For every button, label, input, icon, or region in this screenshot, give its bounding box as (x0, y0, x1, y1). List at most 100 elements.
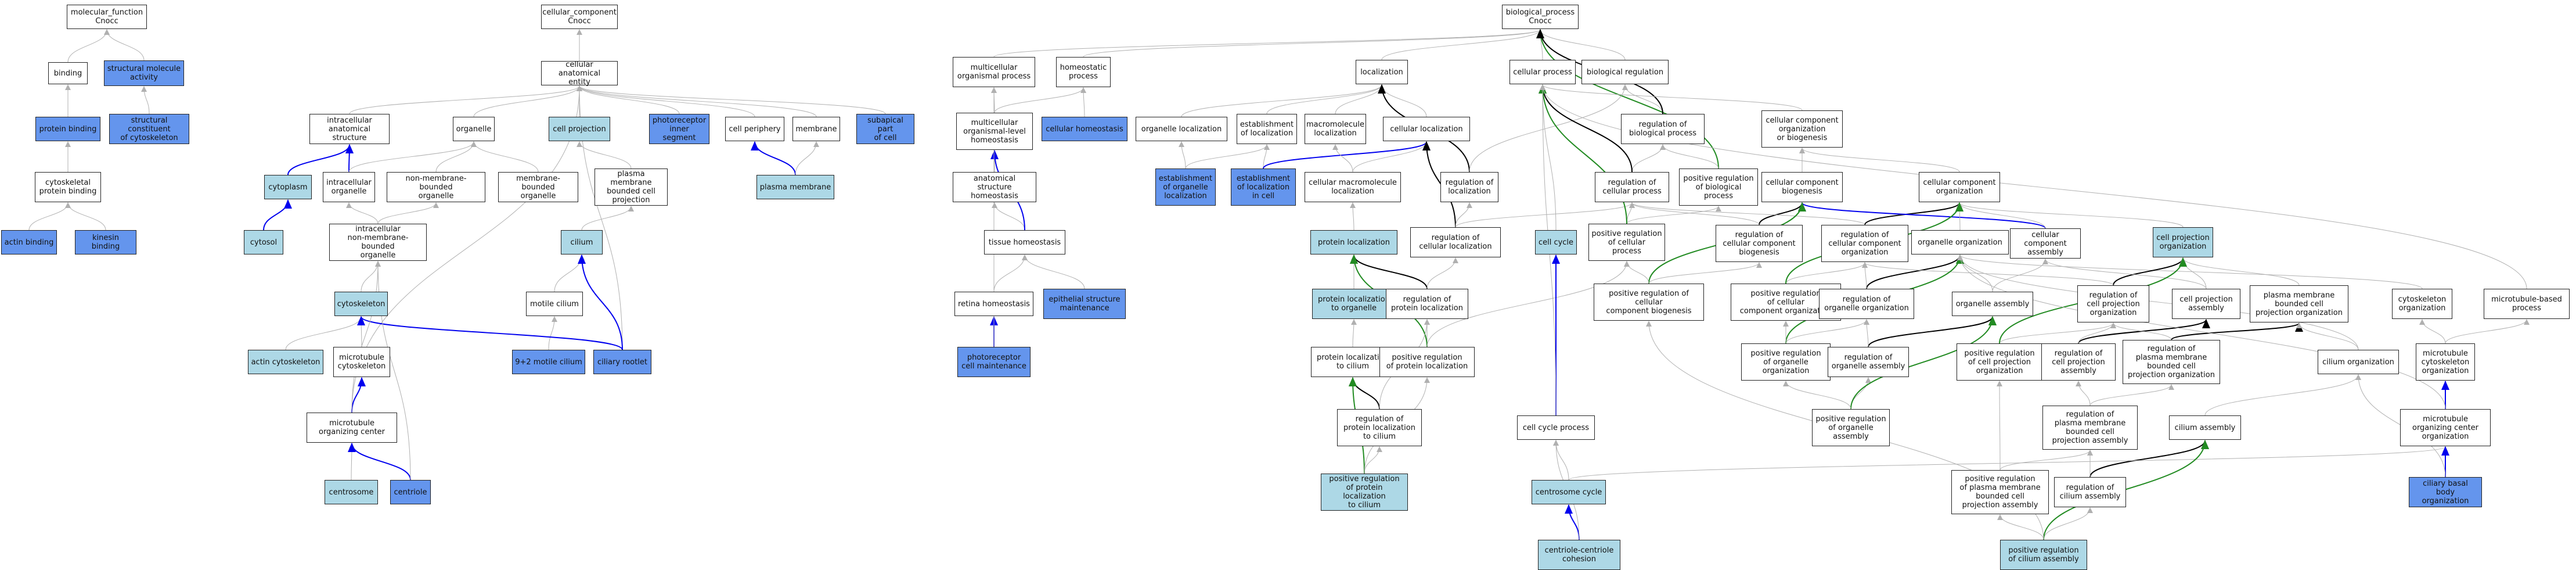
term-cell-projection: cell projection (549, 117, 610, 141)
edge-cytosol-to-cytoplasm (263, 199, 292, 231)
term-pos-reg-cp: positive regulation of cellular process (1588, 224, 1665, 261)
edge-reg-cp-to-cellular-process (1539, 84, 1633, 173)
term-protein-binding: protein binding (35, 117, 100, 141)
edge-org-loc-to-localization (1181, 84, 1385, 117)
edge-reg-pl-to-protein-loc (1350, 254, 1428, 289)
edge-est-loc-to-localization (1266, 84, 1385, 114)
edge-pos-reg-org-assembly-to-pos-reg-org-org (1783, 381, 1851, 410)
term-subapical: subapical part of cell (856, 114, 914, 144)
edge-mt-cyto-org-to-mt-proc (2445, 319, 2530, 344)
term-centriole: centriole (390, 480, 431, 504)
edge-est-loc-cell-to-est-loc (1263, 144, 1270, 169)
term-cytoskeleton: cytoskeleton (334, 292, 388, 316)
edge-est-loc-cell-to-cell-loc (1263, 141, 1431, 169)
edge-cell-loc-to-localization (1379, 84, 1427, 117)
edge-mtoc-to-intra-nonmem (351, 261, 381, 413)
edge-mtoc-org-to-org-org (1957, 254, 2446, 410)
edge-reg-cell-loc-to-reg-loc (1455, 202, 1472, 228)
edge-pos-reg-pl-cilium-to-reg-pl-cilium (1364, 446, 1382, 474)
edge-cilium-org-to-pmb-org (2296, 322, 2359, 350)
term-org-loc: organelle localization (1136, 117, 1227, 141)
term-intracell-org: intracellular organelle (323, 172, 375, 202)
edge-pos-reg-cp-to-pos-reg-bp (1626, 206, 1721, 224)
term-cilium-org: cilium organization (2318, 350, 2399, 374)
term-nine-two: 9+2 motile cilium (512, 350, 585, 374)
edge-localization-to-bp-root (1381, 29, 1543, 60)
edge-cytoskeleton-to-intra-nonmem (361, 261, 381, 292)
edge-struct-mol-to-mf-root (104, 29, 145, 61)
edge-cilium-to-pm-proj (581, 206, 634, 231)
edge-cc-org-to-cco-biog (1799, 148, 1960, 173)
term-reg-pmb-assembly: regulation of plasma membrane bounded ce… (2042, 406, 2138, 450)
term-cc-org: cellular component organization (1919, 172, 2000, 202)
term-est-loc-cell: establishment of localization in cell (1231, 169, 1296, 206)
edge-mt-proc-to-cellular-process (1540, 84, 2527, 289)
term-cell-macro-loc: cellular macromolecule localization (1305, 172, 1401, 202)
edge-macro-loc-to-localization (1335, 84, 1385, 114)
term-org-org: organelle organization (1911, 230, 2009, 254)
edge-mt-cyto-org-to-cytoskel-org (2419, 319, 2446, 344)
term-nonmem-org: non-membrane-bounded organelle (387, 172, 485, 202)
term-intracell-anat: intracellular anatomical structure (309, 114, 390, 144)
edge-cp-assembly-to-cp-org (2180, 257, 2207, 289)
edge-motile-cilium-to-cilium (554, 254, 585, 292)
term-cytoskel-org: cytoskeleton organization (2392, 289, 2452, 319)
term-membrane: membrane (792, 117, 840, 141)
term-ciliary-basal: ciliary basal body organization (2409, 477, 2482, 507)
edge-est-org-loc-to-org-loc (1179, 141, 1186, 169)
term-est-loc: establishment of localization (1237, 114, 1297, 144)
edge-cell-cycle-to-cellular-process (1540, 84, 1557, 231)
term-cell-loc: cellular localization (1383, 117, 1470, 141)
edge-reg-pmb-assembly-to-reg-cp-assembly (2076, 381, 2091, 406)
term-cell-periphery: cell periphery (725, 117, 784, 141)
term-reg-pmb-org: regulation of plasma membrane bounded ce… (2123, 340, 2220, 384)
term-pos-reg-org-org: positive regulation of organelle organiz… (1741, 343, 1831, 381)
edge-reg-cc-biog-to-reg-cp (1629, 202, 1760, 225)
edge-membrane-to-cell-anat (577, 85, 817, 117)
edge-cilium-assembly-to-cilium-org (2204, 374, 2361, 416)
term-pm-proj: plasma membrane bounded cell projection (595, 169, 668, 206)
term-reg-cc-org: regulation of cellular component organiz… (1821, 225, 1908, 262)
edge-cilium-org-to-org-org (1957, 254, 2359, 350)
term-cco-biog: cellular component organization or bioge… (1761, 110, 1843, 148)
term-homeo-proc: homeostatic process (1056, 57, 1111, 87)
term-cilium: cilium (561, 230, 603, 254)
edge-pos-reg-cc-org-to-reg-cc-org (1785, 262, 1868, 284)
term-mf-root: molecular_function Cnocc (67, 5, 147, 29)
edge-centriole-to-mtoc (348, 443, 411, 481)
edge-pl-cilium-to-pl-organelle (1350, 319, 1357, 347)
edge-reg-org-org-to-reg-cc-org (1862, 262, 1868, 289)
edge-reg-cell-loc-to-reg-cp (1455, 202, 1635, 228)
edge-plasma-membrane-to-membrane (795, 141, 819, 175)
edge-reg-cp-org-to-cp-org (2113, 257, 2187, 286)
edge-reg-pmb-assembly-to-reg-pmb-org (2089, 384, 2174, 406)
edge-reg-cp-org-to-reg-cc-org (1862, 262, 2114, 286)
edge-kinesin-binding-to-cytoskeletal-pb (65, 202, 106, 231)
edge-pos-reg-pl-to-pos-reg-cp (1426, 261, 1630, 347)
term-cell-anat: cellular anatomical entity (541, 60, 618, 87)
term-cc-biog: cellular component biogenesis (1761, 172, 1843, 202)
term-cp-assembly: cell projection assembly (2172, 289, 2240, 319)
edge-nonmem-org-to-organelle (435, 141, 477, 173)
edge-cp-assembly-to-cc-assembly (2042, 259, 2207, 289)
term-mtoc-org: microtubule organizing center organizati… (2400, 409, 2491, 446)
edge-actin-cyto-to-cytoskeleton (285, 316, 364, 350)
term-multi-proc: multicellular organismal process (953, 57, 1035, 87)
edge-mem-org-to-organelle (471, 141, 539, 173)
graph-edges (28, 29, 2530, 540)
edge-pos-reg-pmb-assembly-to-reg-pmb-assembly (1999, 450, 2093, 471)
edge-tissue-homeo-to-anat-homeo (992, 202, 1025, 231)
term-pos-reg-org-assembly: positive regulation of organelle assembl… (1812, 409, 1890, 446)
term-multi-homeo: multicellular organismal-level homeostas… (956, 113, 1033, 150)
term-reg-cc-biog: regulation of cellular component biogene… (1716, 225, 1803, 262)
edge-pos-reg-cc-biog-to-reg-cc-biog (1648, 262, 1762, 284)
edge-protein-loc-to-cell-macro-loc (1350, 202, 1356, 231)
term-pos-reg-cp-org: positive regulation of cell projection o… (1957, 343, 2042, 381)
term-reg-cp: regulation of cellular process (1595, 172, 1669, 202)
edge-cell-macro-loc-to-macro-loc (1332, 144, 1353, 173)
edge-centrosome-cycle-to-mtoc-org (1568, 446, 2448, 481)
edge-cell-periphery-to-cell-anat (577, 85, 755, 117)
term-reg-org-org: regulation of organelle organization (1819, 289, 1914, 319)
edge-centriole-cohesion-to-centrosome-cycle (1565, 504, 1580, 540)
term-mt-proc: microtubule-based process (2484, 289, 2570, 319)
